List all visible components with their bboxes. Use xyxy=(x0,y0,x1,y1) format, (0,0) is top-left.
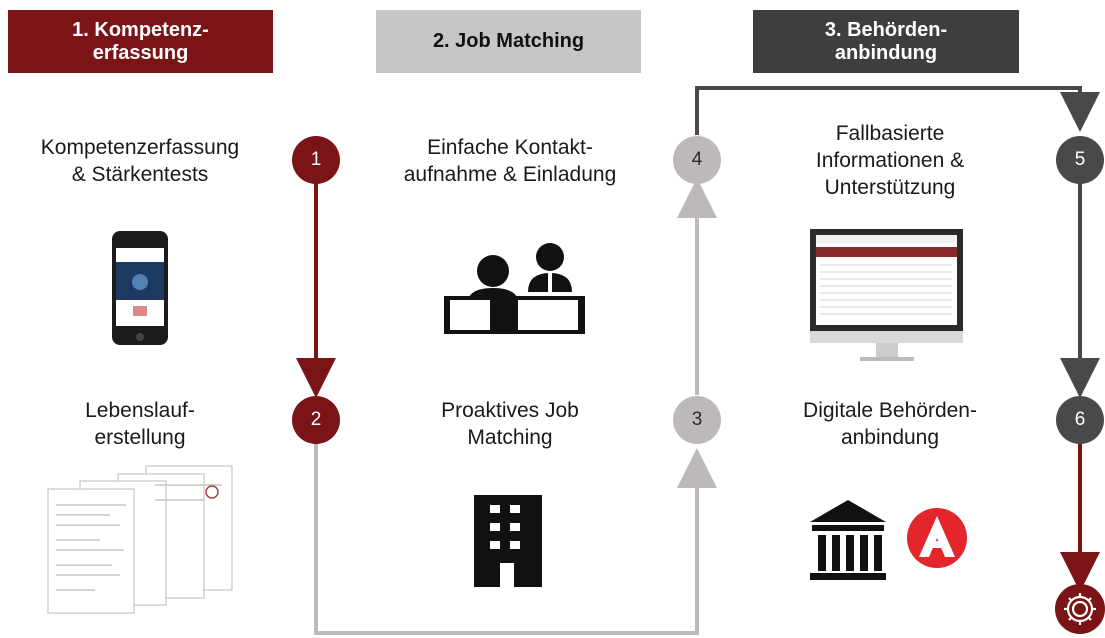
office-building-icon xyxy=(474,495,542,587)
gear-icon xyxy=(1055,584,1105,634)
step-label-5: Fallbasierte Informationen & Unterstützu… xyxy=(760,120,1020,201)
header-line: 1. Kompetenz- xyxy=(72,18,209,41)
column-header-behoerdenanbindung: 3. Behörden- anbindung xyxy=(753,10,1019,73)
label-line: Lebenslauf- xyxy=(85,399,195,422)
column-header-job-matching: 2. Job Matching xyxy=(376,10,641,73)
step-label-2: Lebenslauf- erstellung xyxy=(10,397,270,451)
label-line: aufnahme & Einladung xyxy=(403,163,617,186)
label-line: Informationen & xyxy=(815,149,965,172)
monitor-icon xyxy=(810,229,963,361)
arrow-4-to-5 xyxy=(695,86,1100,135)
label-line: Matching xyxy=(467,426,553,449)
cv-documents-icon xyxy=(47,465,233,614)
step-label-6: Digitale Behörden- anbindung xyxy=(760,397,1020,451)
column-header-kompetenzerfassung: 1. Kompetenz- erfassung xyxy=(8,10,273,73)
step-badge-6: 6 xyxy=(1056,396,1104,444)
label-line: erstellung xyxy=(94,426,186,449)
label-line: Unterstützung xyxy=(824,176,956,199)
step-badge-5: 5 xyxy=(1056,136,1104,184)
label-line: Fallbasierte xyxy=(835,122,945,145)
government-building-icon xyxy=(810,500,886,580)
label-line: Kompetenzerfassung xyxy=(40,136,240,159)
step-label-1: Kompetenzerfassung & Stärkentests xyxy=(10,134,270,188)
label-line: & Stärkentests xyxy=(71,163,209,186)
step-badge-3: 3 xyxy=(673,396,721,444)
step-label-3: Proaktives Job Matching xyxy=(380,397,640,451)
step-badge-4: 4 xyxy=(673,136,721,184)
agency-logo-icon xyxy=(907,508,967,568)
header-line: erfassung xyxy=(92,41,189,64)
label-line: anbindung xyxy=(840,426,940,449)
header-line: 2. Job Matching xyxy=(432,30,585,52)
step-badge-2: 2 xyxy=(292,396,340,444)
step-badge-1: 1 xyxy=(292,136,340,184)
smartphone-icon xyxy=(112,231,168,345)
label-line: Digitale Behörden- xyxy=(803,399,977,422)
header-line: 3. Behörden- xyxy=(824,18,948,41)
interview-people-icon xyxy=(444,243,585,334)
arrow-2-to-3 xyxy=(314,443,717,635)
label-line: Proaktives Job xyxy=(441,399,579,422)
header-line: anbindung xyxy=(834,41,938,64)
step-label-4: Einfache Kontakt- aufnahme & Einladung xyxy=(370,134,650,188)
label-line: Einfache Kontakt- xyxy=(427,136,593,159)
